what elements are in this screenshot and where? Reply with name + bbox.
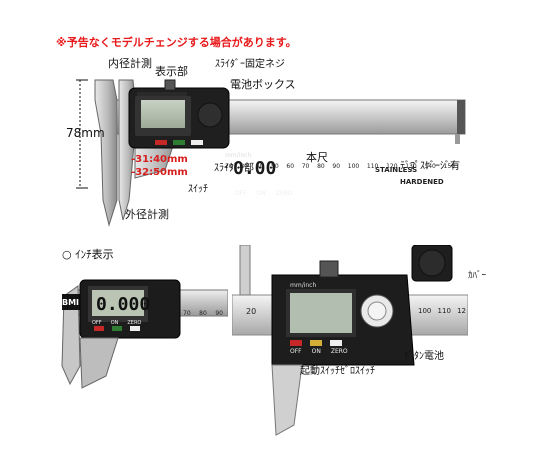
closeup-unit-label: mm/inch bbox=[290, 282, 317, 289]
top-off-button-label: OFF bbox=[235, 190, 247, 197]
inch-section-title: ○ ｲﾝﾁ表示 bbox=[62, 248, 114, 261]
top-caliper-photo: 0.00 mm/inch OFF ON ZERO 20 30 40 50 60 … bbox=[85, 60, 475, 230]
scale-number: 70 bbox=[301, 163, 310, 170]
dimension-red-1: -31:40mm bbox=[131, 154, 188, 165]
scale-number: 40 bbox=[255, 163, 264, 170]
closeup-scale-number-left: 20 bbox=[246, 307, 257, 316]
model-change-notice: ※予告なくモデルチェンジする場合があります。 bbox=[56, 36, 297, 49]
label-inner-jaw: 内径計測 bbox=[108, 57, 152, 70]
scale-number: 60 bbox=[286, 163, 295, 170]
top-unit-label: mm/inch bbox=[225, 152, 252, 159]
closeup-photo: mm/inch OFF ON ZERO 20 100 110 12 bbox=[232, 245, 468, 440]
top-button-labels: OFF ON ZERO bbox=[235, 190, 293, 197]
label-slider-screw: ｽﾗｲﾀﾞｰ固定ネジ bbox=[215, 59, 285, 70]
scale-number: 150 bbox=[443, 163, 455, 170]
closeup-scale-numbers-right: 100 110 12 bbox=[418, 307, 466, 315]
hardened-text: HARDENED bbox=[400, 178, 444, 186]
scale-number: 130 bbox=[405, 163, 417, 170]
scale-number: 80 bbox=[199, 310, 207, 317]
label-start-switch: 起動ｽｲｯﾁ bbox=[300, 366, 340, 377]
scale-number: 12 bbox=[457, 307, 466, 315]
inch-caliper-photo: BMI 0.000 OFF ON ZERO 70 80 90 bbox=[58, 266, 228, 391]
scale-number: 30 bbox=[240, 163, 248, 170]
scale-number: 70 bbox=[183, 310, 191, 317]
height-dimension-line bbox=[76, 79, 88, 189]
inch-brand-logo: BMI bbox=[62, 298, 80, 307]
top-on-button-label: ON bbox=[256, 190, 266, 197]
scale-number: 110 bbox=[366, 163, 379, 170]
label-display: 表示部 bbox=[155, 65, 188, 78]
top-zero-button-label: ZERO bbox=[275, 190, 293, 197]
label-main-scale: 本尺 bbox=[306, 151, 328, 164]
scale-number: 90 bbox=[332, 163, 341, 170]
closeup-button-labels: OFF ON ZERO bbox=[290, 348, 348, 355]
inch-on-button-label: ON bbox=[110, 320, 119, 326]
scale-number: 100 bbox=[418, 307, 432, 315]
closeup-on-button-label: ON bbox=[311, 348, 321, 355]
dimension-red-2: -32:50mm bbox=[131, 167, 188, 178]
label-slider: ｽﾗｲﾀﾞｰ部 bbox=[214, 163, 254, 174]
scale-number: 140 bbox=[424, 163, 436, 170]
scale-number: 110 bbox=[437, 307, 451, 315]
inch-zero-button-label: ZERO bbox=[127, 320, 142, 326]
label-switch: ｽｲｯﾁ bbox=[188, 184, 208, 195]
top-lcd-readout: 0.00 bbox=[233, 158, 277, 179]
label-height: 78mm bbox=[66, 126, 105, 140]
inch-scale-numbers: 70 80 90 bbox=[183, 310, 223, 317]
label-button-battery: ﾎﾞﾀﾝ電池 bbox=[404, 351, 444, 362]
inch-off-button-label: OFF bbox=[92, 320, 102, 326]
stainless-text: STAINLESS bbox=[375, 166, 418, 174]
label-outer-jaw: 外径計測 bbox=[125, 208, 169, 221]
closeup-zero-button-label: ZERO bbox=[330, 348, 348, 355]
label-depth-gauge: ﾃﾞﾌﾟｽｹﾞｰｼﾞ有 bbox=[400, 161, 460, 172]
inch-lcd-readout: 0.000 bbox=[96, 294, 151, 315]
scale-number: 100 bbox=[347, 163, 360, 170]
label-battery-box: 電池ボックス bbox=[230, 78, 296, 91]
scale-number: 90 bbox=[215, 310, 223, 317]
scale-number: 20 bbox=[225, 163, 233, 170]
scale-number: 50 bbox=[271, 163, 279, 170]
scale-number: 80 bbox=[317, 163, 325, 170]
inch-button-labels: OFF ON ZERO bbox=[92, 320, 141, 326]
top-scale-numbers: 20 30 40 50 60 70 80 90 100 110 120 130 … bbox=[225, 163, 455, 170]
scale-number: 120 bbox=[386, 163, 398, 170]
label-cover: ｶﾊﾞｰ bbox=[468, 271, 487, 281]
closeup-off-button-label: OFF bbox=[290, 348, 302, 355]
label-zero-switch: ｾﾞﾛｽｲｯﾁ bbox=[340, 366, 375, 377]
